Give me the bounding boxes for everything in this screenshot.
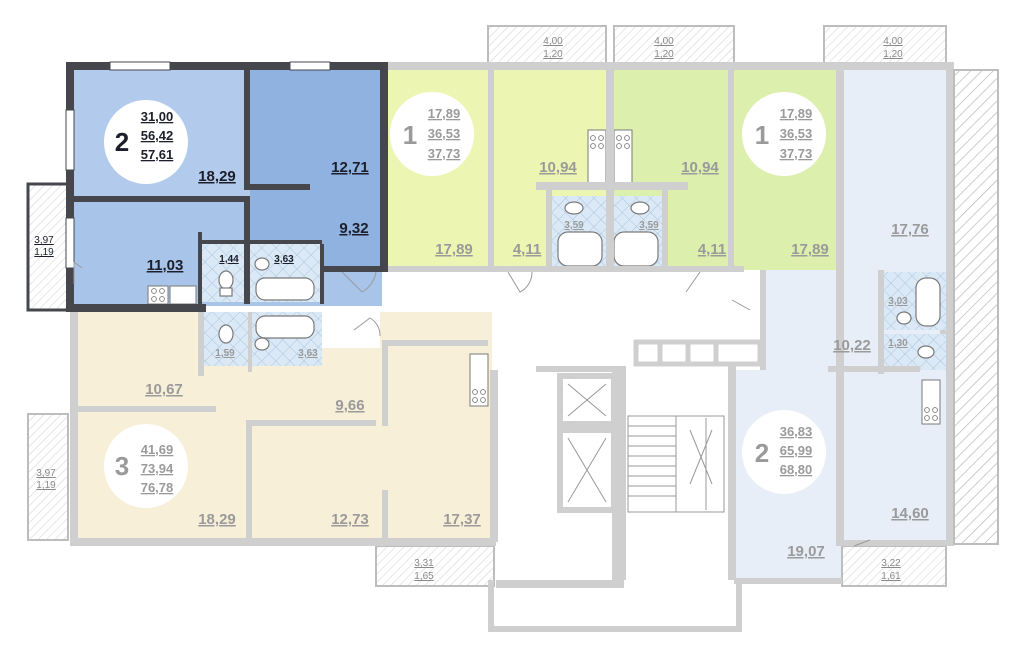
walls [70, 62, 954, 632]
apt-center-right-with-balcony: 37,73 [780, 146, 813, 161]
r-room-bottom-area: 19,07 [787, 543, 825, 560]
room-living-area: 18,29 [198, 168, 236, 185]
l-kitchen-area: 17,37 [443, 511, 481, 528]
balcony-top-3-b: 1,20 [883, 49, 903, 60]
apt-right-bottom-total: 65,99 [780, 443, 813, 458]
apt-left-bottom-total: 73,94 [141, 461, 174, 476]
stair-core [557, 339, 763, 513]
apt-selected-total: 56,42 [141, 128, 174, 143]
balcony-bottom-right: 3,22 1,61 [841, 545, 947, 587]
door-swings [73, 261, 871, 547]
room-wc-area: 1,44 [219, 254, 239, 265]
apt-right-bottom-rooms: 2 [755, 438, 769, 468]
balcony-selected-b: 1,19 [34, 247, 54, 258]
r-wc-tiles [884, 334, 946, 370]
c2-kitchen-area: 10,94 [681, 159, 719, 176]
balcony-bottom-right-a: 3,22 [881, 558, 901, 569]
balcony-bottom-left: 3,31 1,65 [375, 545, 495, 587]
room-bath-area: 3,63 [274, 254, 294, 265]
l-room2-area: 12,73 [331, 511, 369, 528]
r-room-top-area: 17,76 [891, 221, 929, 238]
apt-selected-living: 31,00 [141, 109, 174, 124]
l-room1-area: 18,29 [198, 511, 236, 528]
room-kitchen-area: 11,03 [147, 257, 184, 274]
apt-center-right-rooms: 1 [755, 120, 769, 150]
balcony-left-b: 1,19 [36, 480, 56, 491]
balcony-top-2: 4,00 1,20 [613, 25, 735, 67]
c1-hall-area: 4,11 [513, 241, 541, 258]
apt-center-left-living: 17,89 [428, 106, 461, 121]
apt-center-left-badge[interactable]: 1 17,89 36,53 37,73 [390, 92, 474, 176]
apt-right-bottom-badge[interactable]: 2 36,83 65,99 68,80 [742, 410, 826, 494]
balcony-bottom-right-b: 1,61 [881, 571, 901, 582]
toilet-icon [218, 201, 935, 359]
apt-selected-with-balcony: 57,61 [141, 147, 174, 162]
apt-center-right-total: 36,53 [780, 126, 813, 141]
balcony-selected[interactable]: 3,97 1,19 [26, 182, 70, 312]
apt-left-bottom-badge[interactable]: 3 41,69 73,94 76,78 [104, 424, 188, 508]
balcony-top-1: 4,00 1,20 [487, 25, 607, 67]
l-bath-area: 3,63 [298, 348, 318, 359]
apt-center-left-total: 36,53 [428, 126, 461, 141]
c1-room-area: 17,89 [435, 241, 473, 258]
l-corridor-area: 9,66 [335, 397, 364, 414]
apt-left-bottom-rooms: 3 [115, 451, 129, 481]
balcony-bottom-left-b: 1,65 [414, 571, 434, 582]
c2-hall-area: 4,11 [698, 241, 726, 258]
selected-walls [66, 62, 388, 312]
apt-left-bottom-with-balcony: 76,78 [141, 480, 174, 495]
balcony-top-2-a: 4,00 [654, 36, 674, 47]
balcony-top-3-a: 4,00 [883, 36, 903, 47]
apt-center-left-with-balcony: 37,73 [428, 146, 461, 161]
c2-bath-area: 3,59 [639, 220, 659, 231]
balcony-top-1-b: 1,20 [543, 49, 563, 60]
r-wc-area: 1,30 [888, 338, 908, 349]
balcony-top-1-a: 4,00 [543, 36, 563, 47]
apt-center-right-badge[interactable]: 1 17,89 36,53 37,73 [742, 92, 826, 176]
room-hall-area: 9,32 [339, 220, 368, 237]
c2-room-area: 17,89 [791, 241, 829, 258]
room-bedroom-area: 12,71 [331, 159, 369, 176]
l-wc-area: 1,59 [215, 348, 235, 359]
facade-hatch [953, 69, 999, 545]
apt-center-right-living: 17,89 [780, 106, 813, 121]
l-hall-area: 10,67 [145, 381, 183, 398]
r-room-right-area: 14,60 [891, 505, 929, 522]
apt-right-bottom-with-balcony: 68,80 [780, 462, 813, 477]
balcony-top-3: 4,00 1,20 [823, 25, 947, 67]
apt-selected-rooms: 2 [115, 127, 129, 157]
apt-center-left-rooms: 1 [403, 120, 417, 150]
balcony-bottom-left-a: 3,31 [414, 558, 434, 569]
apt-right-bottom-living: 36,83 [780, 424, 813, 439]
apt-selected-badge[interactable]: 2 31,00 56,42 57,61 [104, 100, 188, 184]
balcony-left-a: 3,97 [36, 468, 56, 479]
c1-bath-area: 3,59 [564, 220, 584, 231]
balcony-top-2-b: 1,20 [654, 49, 674, 60]
bathtub-icon [255, 231, 941, 339]
c1-kitchen-area: 10,94 [539, 159, 577, 176]
r-hall-area: 10,22 [833, 337, 871, 354]
r-bath-area: 3,03 [888, 296, 908, 307]
selected-windows [65, 61, 331, 269]
apt-left-bottom-living: 41,69 [141, 442, 174, 457]
balcony-left: 3,97 1,19 [27, 413, 69, 541]
balcony-selected-a: 3,97 [34, 235, 54, 246]
